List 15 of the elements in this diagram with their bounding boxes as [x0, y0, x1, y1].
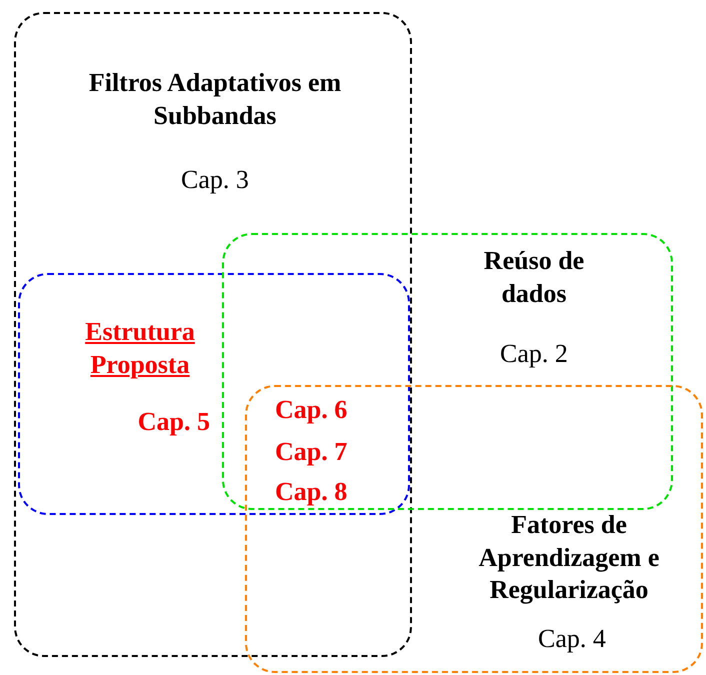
dashed-region	[222, 233, 673, 510]
dashed-region	[18, 273, 410, 515]
heading-text: Estrutura Proposta	[84, 316, 196, 380]
dashed-region	[245, 385, 703, 673]
chapter-text: Cap. 5	[136, 406, 210, 438]
chapter-text: Cap. 3	[180, 164, 250, 196]
dashed-region	[14, 12, 412, 657]
chapter-text: Cap. 4	[537, 623, 607, 655]
chapter-label: Cap. 6	[275, 395, 348, 425]
chapter-label: Cap. 8	[275, 477, 348, 507]
heading-text: Reúso de dados	[482, 245, 586, 310]
heading-text: Fatores de Aprendizagem e Regularização	[478, 509, 660, 606]
chapter-text: Cap. 2	[499, 338, 569, 370]
heading-text: Filtros Adaptativos em Subbandas	[88, 67, 342, 132]
chapter-label: Cap. 7	[275, 437, 348, 467]
